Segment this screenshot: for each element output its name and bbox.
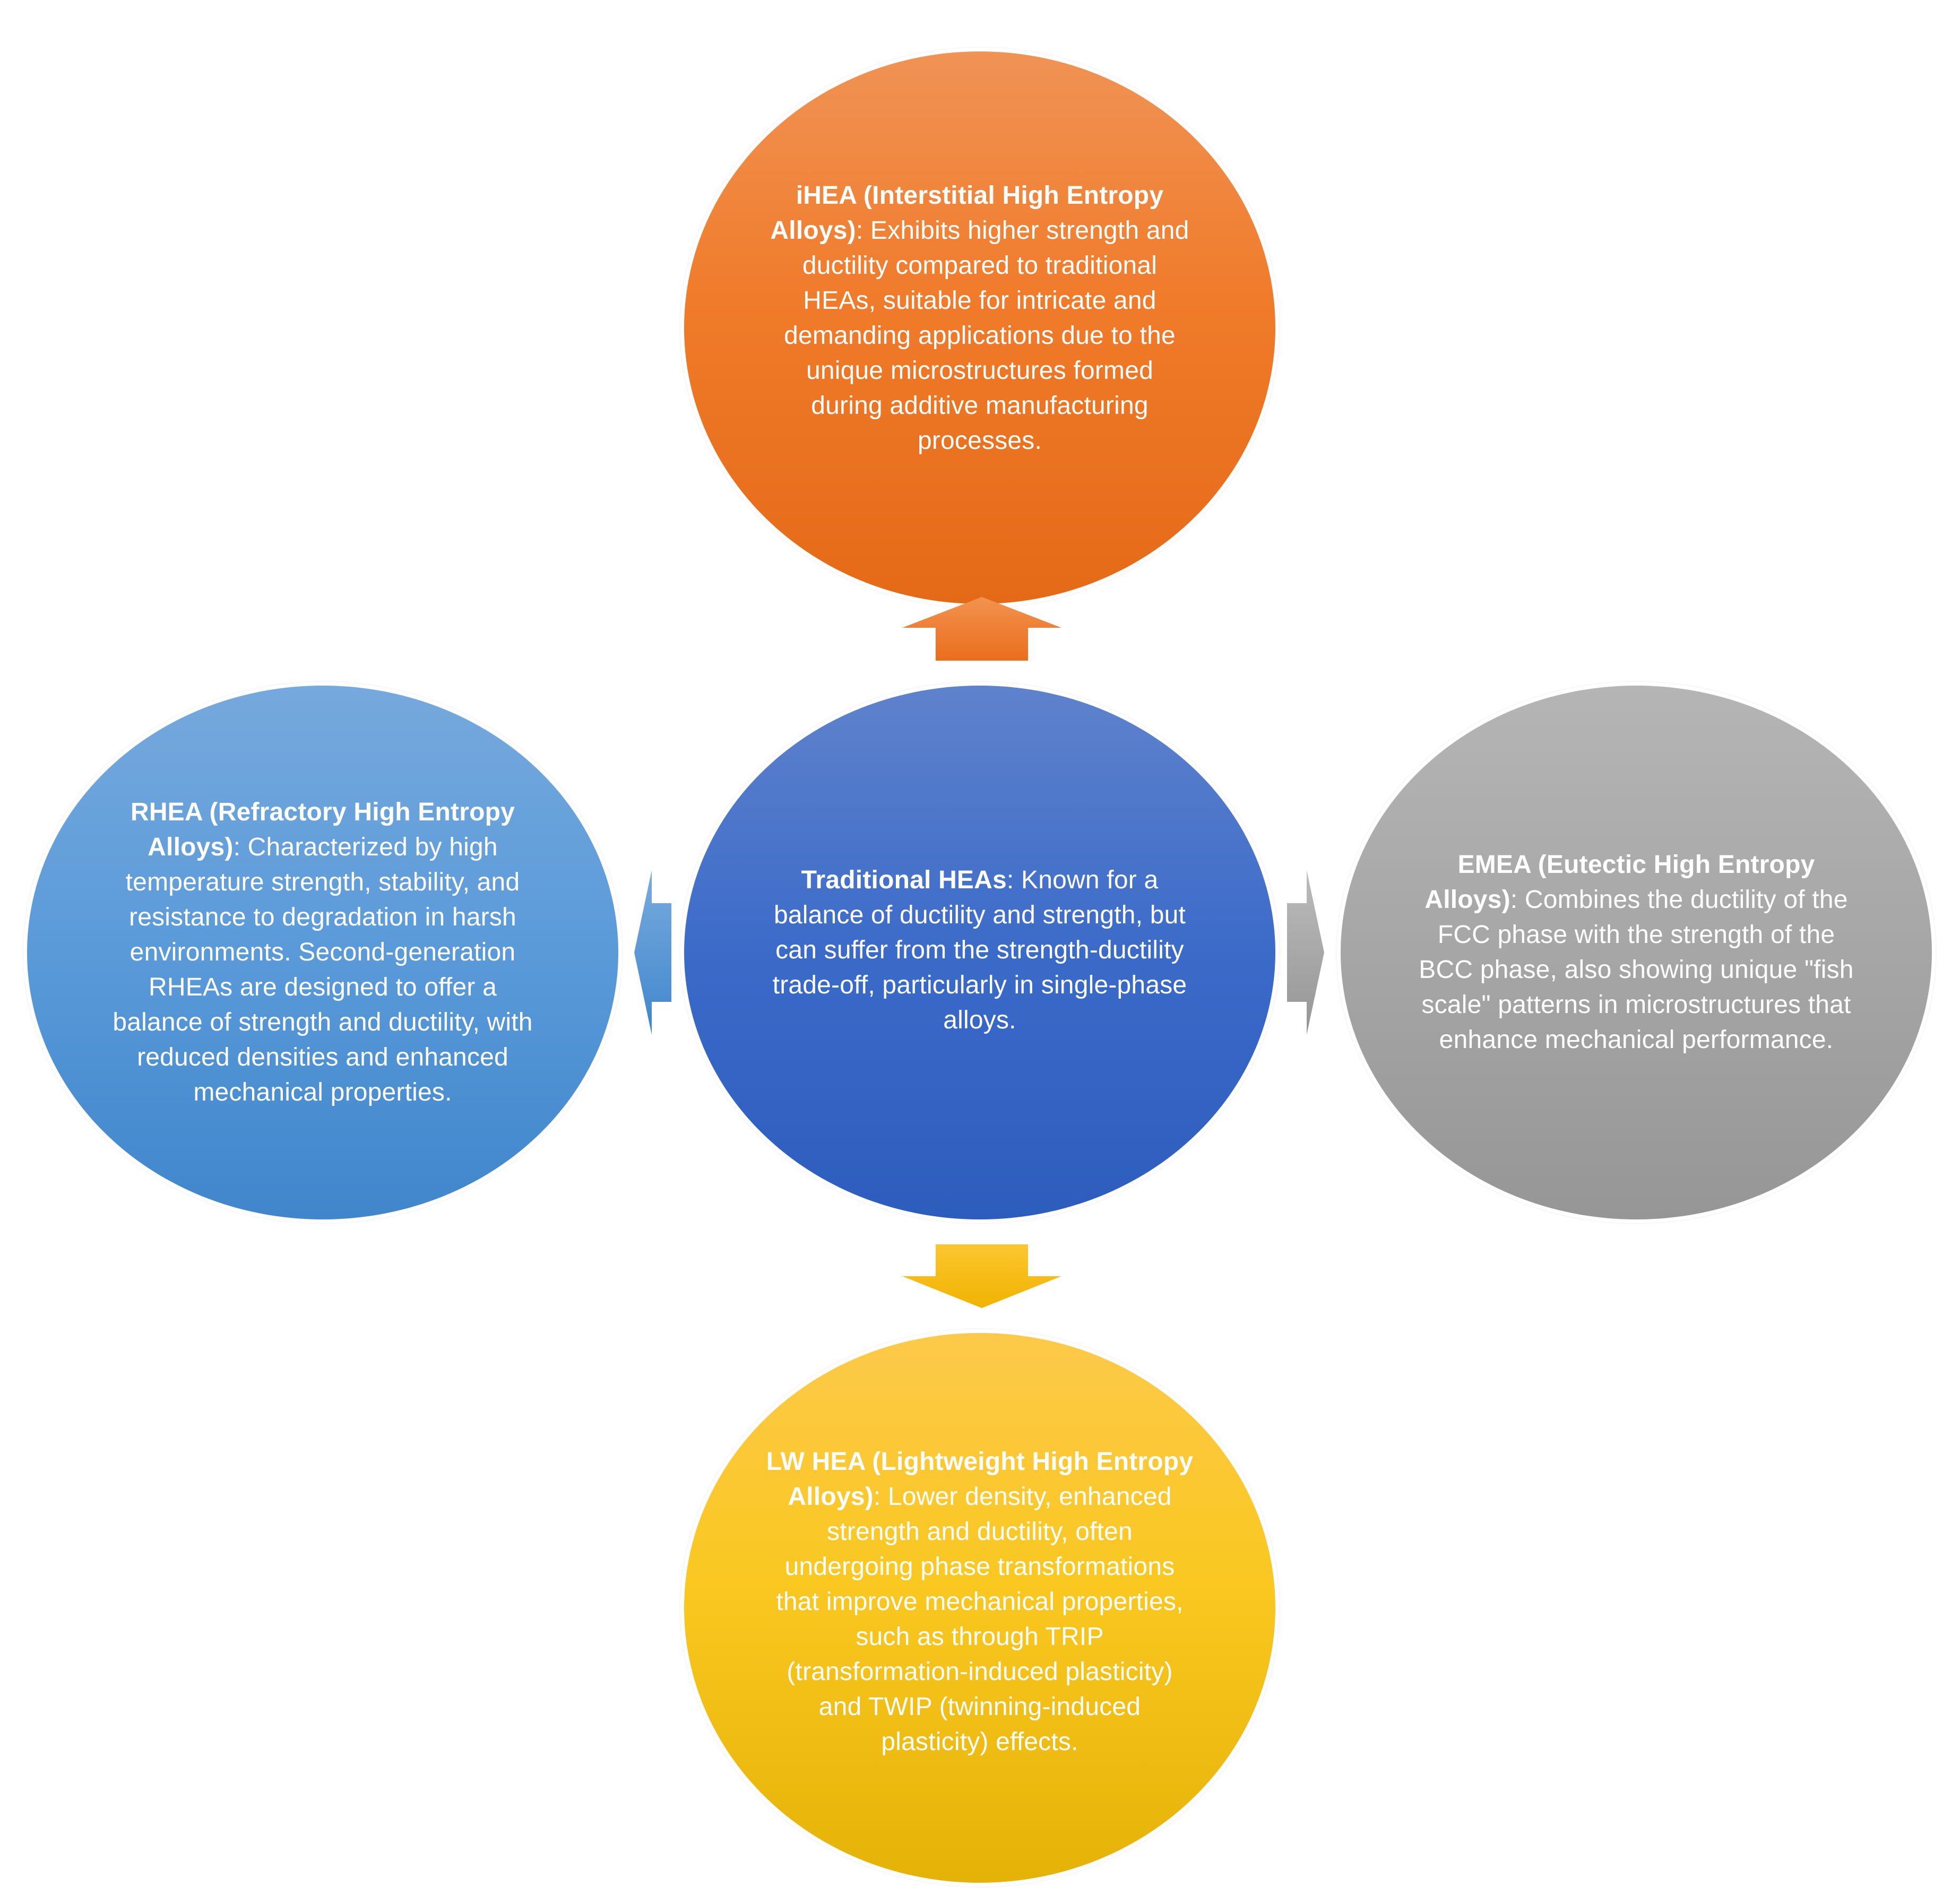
node-traditional-heas-text: Traditional HEAs: Known for a balance of…	[762, 863, 1197, 1038]
node-ihea: iHEA (Interstitial High Entropy Alloys):…	[680, 48, 1279, 608]
node-emea-body: : Combines the ductility of the FCC phas…	[1419, 886, 1854, 1054]
node-emea-title: EMEA (Eutectic High Entropy Alloys)	[1424, 851, 1815, 914]
node-rhea-text: RHEA (Refractory High Entropy Alloys): C…	[105, 795, 540, 1110]
node-ihea-body: : Exhibits higher strength and ductility…	[784, 217, 1189, 455]
node-traditional-heas-title: Traditional HEAs	[801, 866, 1007, 894]
node-traditional-heas-body: : Known for a balance of ductility and s…	[772, 866, 1187, 1034]
node-ihea-text: iHEA (Interstitial High Entropy Alloys):…	[767, 178, 1192, 458]
node-lw-hea: LW HEA (Lightweight High Entropy Alloys)…	[680, 1329, 1279, 1886]
node-lw-hea-text: LW HEA (Lightweight High Entropy Alloys)…	[762, 1444, 1197, 1760]
node-rhea: RHEA (Refractory High Entropy Alloys): C…	[23, 682, 622, 1223]
node-emea-text: EMEA (Eutectic High Entropy Alloys): Com…	[1419, 847, 1854, 1058]
node-lw-hea-body: : Lower density, enhanced strength and d…	[776, 1483, 1184, 1756]
node-traditional-heas: Traditional HEAs: Known for a balance of…	[680, 682, 1279, 1223]
node-ihea-title: iHEA (Interstitial High Entropy Alloys)	[770, 181, 1164, 245]
arrow-down-icon	[902, 1244, 1061, 1308]
arrow-right-icon	[1287, 870, 1324, 1035]
node-rhea-body: : Characterized by high temperature stre…	[113, 833, 533, 1106]
node-emea: EMEA (Eutectic High Entropy Alloys): Com…	[1337, 682, 1936, 1223]
node-lw-hea-title: LW HEA (Lightweight High Entropy Alloys)	[766, 1448, 1194, 1511]
arrow-left-icon	[634, 870, 671, 1035]
arrow-up-icon	[902, 597, 1061, 661]
node-rhea-title: RHEA (Refractory High Entropy Alloys)	[130, 798, 515, 861]
